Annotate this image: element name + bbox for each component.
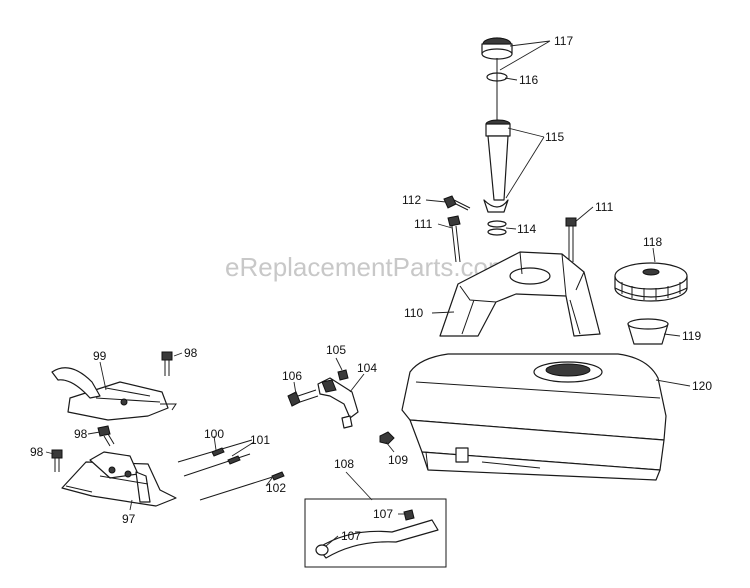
part-100-cable[interactable] xyxy=(177,439,253,463)
part-104-bracket[interactable] xyxy=(317,377,359,429)
part-111-bolt-left[interactable] xyxy=(447,215,461,263)
part-98-bolt-b[interactable] xyxy=(97,425,115,447)
part-101-cable[interactable] xyxy=(183,453,251,477)
part-120-fuel-tank[interactable] xyxy=(401,353,667,481)
part-98-bolt-a[interactable] xyxy=(161,351,173,376)
callout-100: 100 xyxy=(204,427,224,441)
callout-106: 106 xyxy=(282,369,302,383)
callout-119: 119 xyxy=(682,329,701,343)
callout-99: 99 xyxy=(93,349,107,363)
callout-98-b: 98 xyxy=(74,427,88,441)
part-99-bracket[interactable] xyxy=(51,367,177,421)
part-105-nut[interactable] xyxy=(337,369,349,381)
callout-101: 101 xyxy=(250,433,270,447)
part-114-rings[interactable] xyxy=(487,220,507,236)
part-117-gauge-cap[interactable] xyxy=(481,37,513,60)
watermark: eReplacementParts.com xyxy=(225,252,510,282)
part-111-bolt-right[interactable] xyxy=(565,217,577,262)
callout-109: 109 xyxy=(388,453,408,467)
part-97-throttle-assembly[interactable] xyxy=(61,451,177,507)
callout-111-right: 111 xyxy=(595,200,614,214)
part-98-bolt-c[interactable] xyxy=(51,449,63,472)
callout-118: 118 xyxy=(643,235,662,249)
part-112-screw[interactable] xyxy=(443,195,471,211)
callout-107-bottom: 107 xyxy=(341,529,361,543)
callout-105: 105 xyxy=(326,343,346,357)
leader-lines xyxy=(45,40,691,547)
part-115-gauge-tube[interactable] xyxy=(483,119,511,213)
callout-97: 97 xyxy=(122,512,136,526)
part-109-nut[interactable] xyxy=(379,431,395,445)
callout-102: 102 xyxy=(266,481,286,495)
part-106-bolt[interactable] xyxy=(287,389,319,407)
callout-116: 116 xyxy=(519,73,538,87)
callout-107-top: 107 xyxy=(373,507,393,521)
part-119-filter[interactable] xyxy=(627,318,669,345)
callout-104: 104 xyxy=(357,361,377,375)
part-108-fuel-line-kit[interactable] xyxy=(304,498,447,568)
callout-108: 108 xyxy=(334,457,354,471)
callout-110: 110 xyxy=(404,306,423,320)
callout-98-c: 98 xyxy=(30,445,44,459)
part-118-fuel-cap[interactable] xyxy=(614,262,688,302)
callout-112: 112 xyxy=(402,193,421,207)
callout-98-a: 98 xyxy=(184,346,198,360)
callout-115: 115 xyxy=(545,130,564,144)
part-110-shroud[interactable] xyxy=(439,251,601,337)
callout-117: 117 xyxy=(554,34,573,48)
callout-114: 114 xyxy=(517,222,536,236)
callout-120: 120 xyxy=(692,379,712,393)
part-102-cable[interactable] xyxy=(199,471,285,501)
callout-111-left: 111 xyxy=(414,217,433,231)
callout-labels: 117 116 115 112 114 111 111 118 110 119 … xyxy=(30,34,712,543)
